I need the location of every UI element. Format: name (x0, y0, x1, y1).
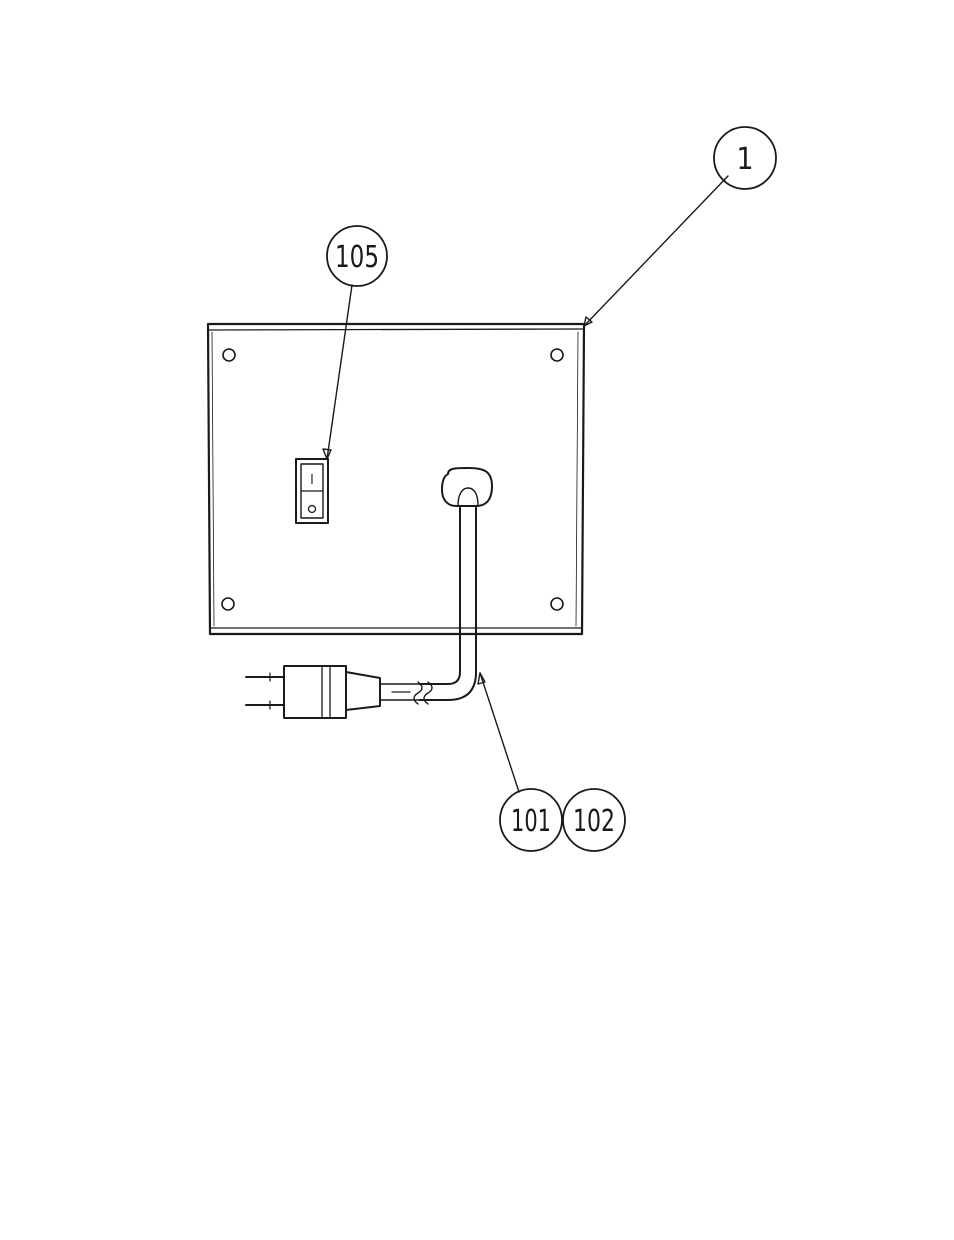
leader-line-switch (327, 285, 352, 459)
mounting-holes (222, 349, 563, 610)
mounting-hole (551, 598, 563, 610)
strain-relief-grommet (442, 468, 492, 506)
mounting-hole (551, 349, 563, 361)
callout-switch: 105 (327, 226, 387, 286)
power-cord (380, 506, 476, 704)
callout-label-cord-b: 102 (573, 804, 615, 839)
mounting-hole (222, 598, 234, 610)
switch-on-symbol: I (310, 473, 313, 488)
leader-line-panel (584, 176, 728, 326)
callout-cord-a: 101 (500, 789, 562, 851)
rocker-switch: I (296, 459, 328, 523)
switch-off-symbol (309, 506, 316, 513)
callout-label-cord-a: 101 (511, 804, 551, 839)
leader-line-cord (480, 673, 519, 792)
callout-panel: 1 (714, 127, 776, 189)
callout-label-panel: 1 (736, 142, 753, 177)
callout-label-switch: 105 (335, 240, 379, 275)
callout-cord-b: 102 (563, 789, 625, 851)
power-plug (246, 666, 380, 718)
mounting-panel (208, 324, 584, 634)
mounting-hole (223, 349, 235, 361)
